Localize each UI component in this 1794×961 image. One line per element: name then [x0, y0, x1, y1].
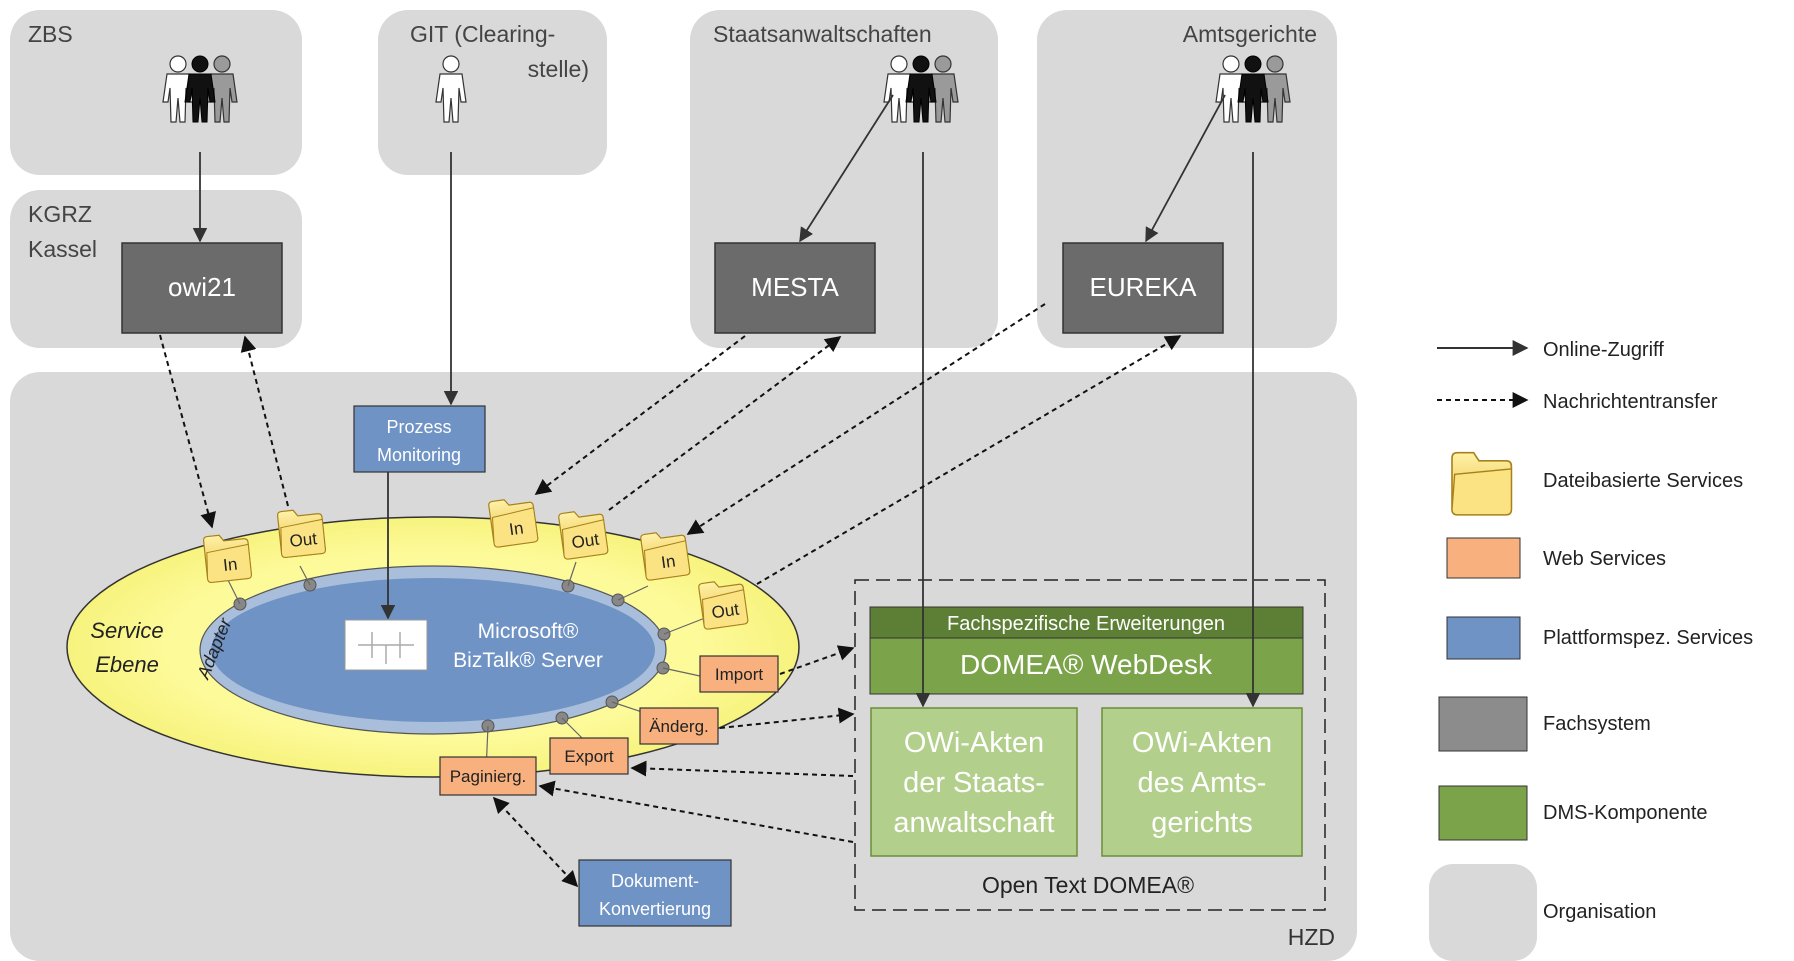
biztalk-label-2: BizTalk® Server: [453, 649, 603, 672]
svg-text:Out: Out: [710, 600, 740, 623]
legend-dms-symbol: [1438, 785, 1528, 841]
label-staatsanwaltschaften: Staatsanwaltschaften: [713, 21, 932, 47]
label-hzd: HZD: [1288, 924, 1335, 950]
dms-webdesk-label: DOMEA® WebDesk: [960, 649, 1213, 680]
ws-export: [549, 737, 629, 775]
dms-owi-ag-1: OWi-Akten: [1132, 727, 1272, 759]
dms-owi-ag: [1101, 707, 1303, 857]
label-amtsgerichte: Amtsgerichte: [1183, 21, 1317, 47]
dms-owi-sta-2: der Staats-: [903, 767, 1045, 799]
online-arrows: [192, 94, 1261, 708]
dms-fach-label: Fachspezifische Erweiterungen: [947, 613, 1225, 635]
ps-dok-label-2: Konvertierung: [599, 899, 711, 919]
dms-boundary: [854, 579, 1326, 911]
ws-paginierg: [439, 756, 537, 796]
legend-organisation-symbol: [1429, 864, 1537, 961]
system-eureka: [1062, 242, 1224, 334]
legend-datei-label: Dateibasierte Services: [1543, 470, 1743, 492]
org-git: [378, 10, 607, 175]
ps-dok-label-1: Dokument-: [611, 871, 699, 891]
legend-dms-label: DMS-Komponente: [1543, 802, 1708, 824]
ps-dokument-konvertierung: [578, 859, 732, 927]
legend-organisation-label: Organisation: [1543, 901, 1656, 923]
folder-out-owi-icon: Out: [276, 506, 327, 559]
label-kgrz-1: KGRZ: [28, 201, 92, 227]
svg-text:In: In: [508, 518, 525, 539]
legend-web-symbol: [1446, 537, 1521, 579]
folder-in-eureka-icon: In: [639, 528, 691, 582]
folder-in-mesta-icon: In: [487, 495, 539, 549]
legend-online-label: Online-Zugriff: [1543, 339, 1664, 361]
ws-export-label: Export: [564, 747, 613, 766]
folder-out-eureka-icon: Out: [697, 577, 749, 631]
label-git-2: stelle): [528, 56, 589, 82]
system-eureka-label: EUREKA: [1090, 272, 1198, 302]
system-owi21-label: owi21: [168, 272, 236, 302]
legend-plattform-label: Plattformspez. Services: [1543, 627, 1753, 649]
service-label-1: Service: [90, 618, 163, 643]
ws-aenderg-label: Änderg.: [649, 717, 709, 736]
biztalk-label-1: Microsoft®: [478, 620, 579, 643]
folder-out-mesta-icon: Out: [557, 507, 609, 561]
dms-webdesk: [869, 637, 1304, 695]
svg-text:Out: Out: [289, 529, 319, 551]
system-owi21: [121, 242, 283, 334]
system-mesta-label: MESTA: [751, 272, 839, 302]
legend: Online-Zugriff Nachrichtentransfer Datei…: [1429, 339, 1753, 961]
svg-text:In: In: [660, 551, 677, 572]
label-git-1: GIT (Clearing-: [410, 21, 555, 47]
dms-owi-sta-3: anwaltschaft: [893, 807, 1054, 839]
ws-paginierg-label: Paginierg.: [450, 767, 527, 786]
legend-fachsystem-label: Fachsystem: [1543, 713, 1651, 735]
legend-folder-icon: [1451, 451, 1513, 516]
ps-prozess-monitoring: [353, 405, 486, 473]
legend-fachsystem-symbol: [1438, 696, 1528, 752]
message-arrows: [159, 303, 1182, 888]
label-kgrz-2: Kassel: [28, 236, 97, 262]
legend-web-label: Web Services: [1543, 548, 1666, 570]
legend-message-label: Nachrichtentransfer: [1543, 391, 1718, 413]
dms-opentext-label: Open Text DOMEA®: [982, 872, 1194, 898]
ps-prozess-label-2: Monitoring: [377, 445, 461, 465]
dms-owi-ag-3: gerichts: [1151, 807, 1253, 839]
ws-import: [699, 655, 779, 693]
dms-owi-sta: [870, 707, 1078, 857]
ws-import-label: Import: [715, 665, 763, 684]
dms-owi-sta-1: OWi-Akten: [904, 727, 1044, 759]
system-mesta: [714, 242, 876, 334]
folder-in-owi-icon: In: [202, 531, 253, 584]
legend-plattform-symbol: [1446, 616, 1521, 660]
svg-text:Out: Out: [570, 530, 600, 553]
org-zbs: [10, 10, 302, 175]
biztalk-flow-icon: [344, 619, 428, 671]
service-label-2: Ebene: [95, 652, 159, 677]
dms-owi-ag-2: des Amts-: [1138, 767, 1267, 799]
ws-aenderg: [639, 707, 719, 745]
label-zbs: ZBS: [28, 21, 73, 47]
biztalk-core: [211, 578, 655, 722]
ps-prozess-label-1: Prozess: [386, 417, 451, 437]
dms-fach-bar: [869, 606, 1304, 639]
svg-text:In: In: [222, 555, 238, 575]
